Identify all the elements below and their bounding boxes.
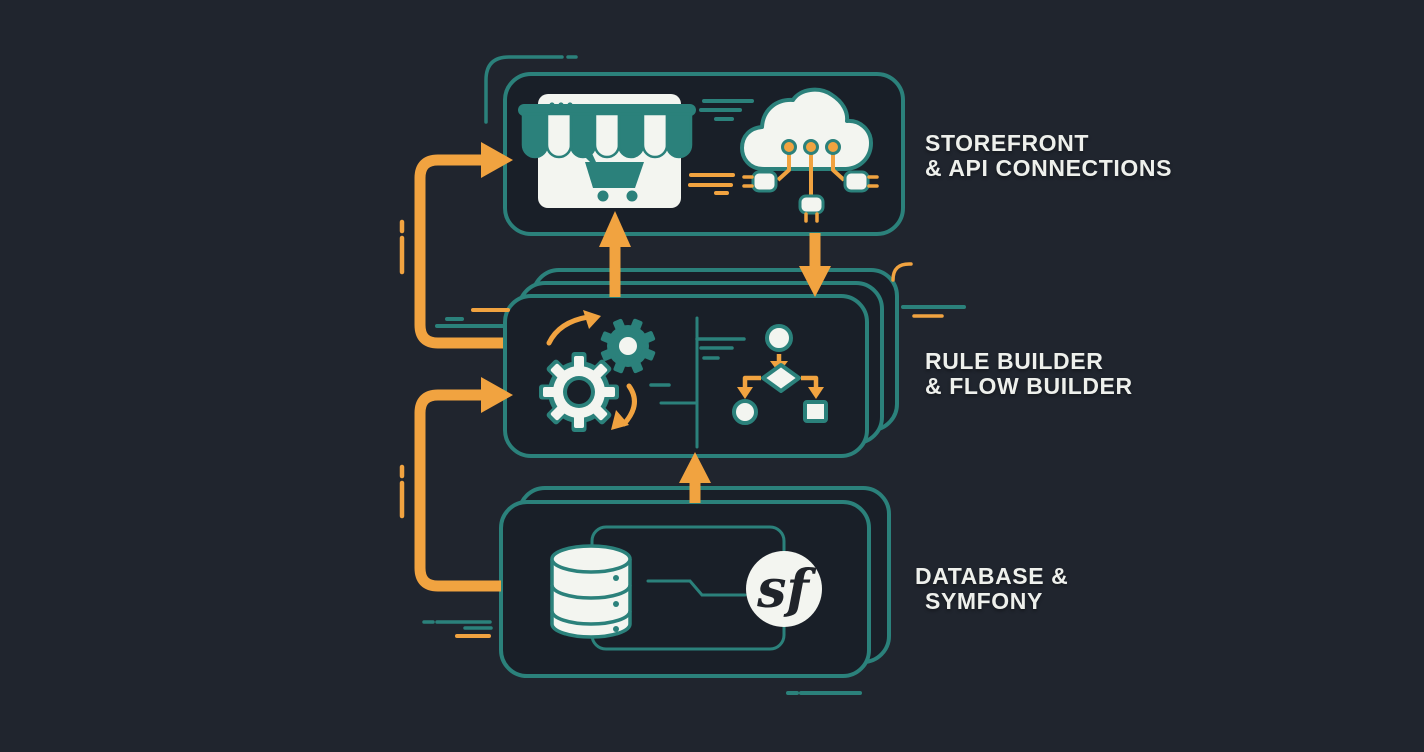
storefront-icon (518, 94, 696, 208)
label-database-symfony: DATABASE & SYMFONY (915, 564, 1068, 614)
circuit-lines (649, 316, 746, 449)
label-line-1: RULE BUILDER (925, 348, 1104, 374)
plug-icon (798, 194, 825, 223)
arrowhead (799, 266, 831, 297)
connector-elbow-bottom-to-mid (414, 377, 513, 592)
arrowhead (481, 142, 513, 178)
label-line-2: & API CONNECTIONS (925, 155, 1173, 181)
plug-speed-lines (688, 173, 735, 195)
node-rule-flow-builder (503, 268, 899, 458)
shopping-cart-icon (577, 149, 644, 202)
flowchart-icon (732, 324, 828, 425)
cloud-api-connections-icon (740, 87, 879, 223)
label-line-2: SYMFONY (925, 588, 1043, 614)
trace-line (646, 579, 747, 597)
symfony-monogram: sf (756, 559, 816, 620)
label-rule-flow-builder: RULE BUILDER & FLOW BUILDER (925, 349, 1133, 399)
rotation-arrows (546, 310, 637, 430)
gear-large-icon (539, 352, 619, 432)
connector-elbow-mid-to-top (414, 142, 513, 349)
connector-up-bottom-to-mid (679, 452, 711, 503)
plug-icon (843, 170, 879, 193)
cloud-speed-lines (699, 99, 754, 121)
arrowhead (599, 211, 631, 247)
decorative-dashes (422, 262, 966, 695)
label-line-1: DATABASE & (915, 563, 1069, 589)
gear-small-icon (600, 318, 656, 374)
node-storefront-api (484, 55, 905, 236)
connector-down-top-to-mid (799, 233, 831, 297)
connector-up-mid-to-top (599, 211, 631, 297)
database-icon (550, 544, 632, 639)
arrowhead (481, 377, 513, 413)
top-box-back-outline (484, 55, 564, 124)
label-storefront-api: STOREFRONT & API CONNECTIONS (925, 131, 1172, 181)
plug-icon (742, 170, 778, 193)
label-line-2: & FLOW BUILDER (925, 373, 1133, 399)
symfony-logo: sf (746, 551, 822, 627)
node-database-symfony: sf (499, 486, 891, 678)
arrowhead (679, 452, 711, 483)
label-line-1: STOREFRONT (925, 130, 1090, 156)
connectors (414, 142, 831, 592)
